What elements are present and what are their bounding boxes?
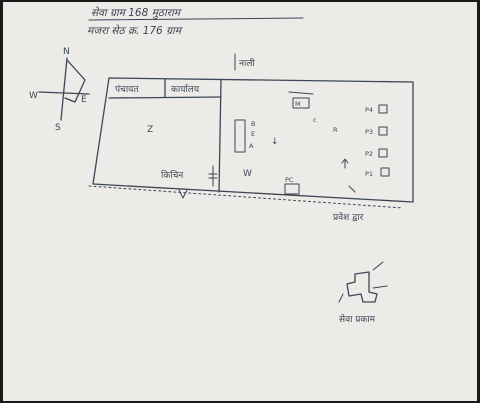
legend-label: सेवा प्रकाम (339, 313, 376, 325)
center-building (234, 119, 246, 153)
bottom-box (284, 183, 300, 195)
right-top-box (292, 97, 310, 109)
center-arrow-icon: ↓ (271, 137, 279, 147)
compass-east: E (81, 95, 87, 105)
center-label-a: A (249, 142, 254, 150)
right-box-label: M (295, 100, 301, 108)
entrance-dotted-line (88, 185, 404, 209)
right-top-box-roof (288, 91, 314, 95)
right-small-mark: c (313, 116, 317, 124)
entrance-marker-icon (178, 189, 188, 199)
p2-label: P2 (365, 150, 373, 158)
header-cell-1: पंचायत (115, 84, 139, 95)
left-zone-mark: Z (147, 125, 153, 135)
compass-icon: N S W E (29, 47, 90, 133)
right-column: P4 P3 P2 P1 (365, 104, 390, 178)
header-underline (88, 17, 304, 21)
p4-label: P4 (365, 106, 373, 114)
plot-boundary (92, 77, 414, 203)
compass-south: S (55, 123, 61, 133)
center-label-b: B (251, 120, 255, 128)
p2-box (378, 148, 388, 158)
header-cell-2: कार्यालय (171, 83, 200, 95)
header-line-2: मजरा सेठ क्र. 176 ग्राम (87, 24, 184, 37)
legend-symbol-icon (338, 261, 388, 303)
sketch-canvas: सेवा ग्राम 168 मुठाराम मजरा सेठ क्र. 176… (29, 6, 414, 325)
header-line-1: सेवा ग्राम 168 मुठाराम (91, 6, 183, 19)
center-label-e: E (251, 130, 255, 138)
entrance-label: प्रवेश द्वार (333, 211, 364, 223)
p1-box (380, 167, 390, 177)
ground-label: किचिन (161, 169, 184, 181)
compass-west: W (29, 91, 38, 101)
ground-tick (208, 165, 218, 187)
p3-label: P3 (365, 128, 373, 136)
small-arrow-icon (348, 185, 356, 193)
plot-divider (218, 79, 222, 193)
p3-box (378, 126, 388, 136)
compass-north: N (63, 47, 70, 57)
bottom-box-label: PC (285, 176, 294, 184)
up-arrow-icon (341, 158, 349, 169)
top-road-label: नाली (239, 57, 255, 69)
right-mark: R (333, 126, 338, 134)
hand-drawn-site-plan: सेवा ग्राम 168 मुठाराम मजरा सेठ क्र. 176… (3, 2, 477, 401)
p4-box (378, 104, 388, 114)
ground-mark: W (243, 169, 252, 179)
p1-label: P1 (365, 170, 373, 178)
